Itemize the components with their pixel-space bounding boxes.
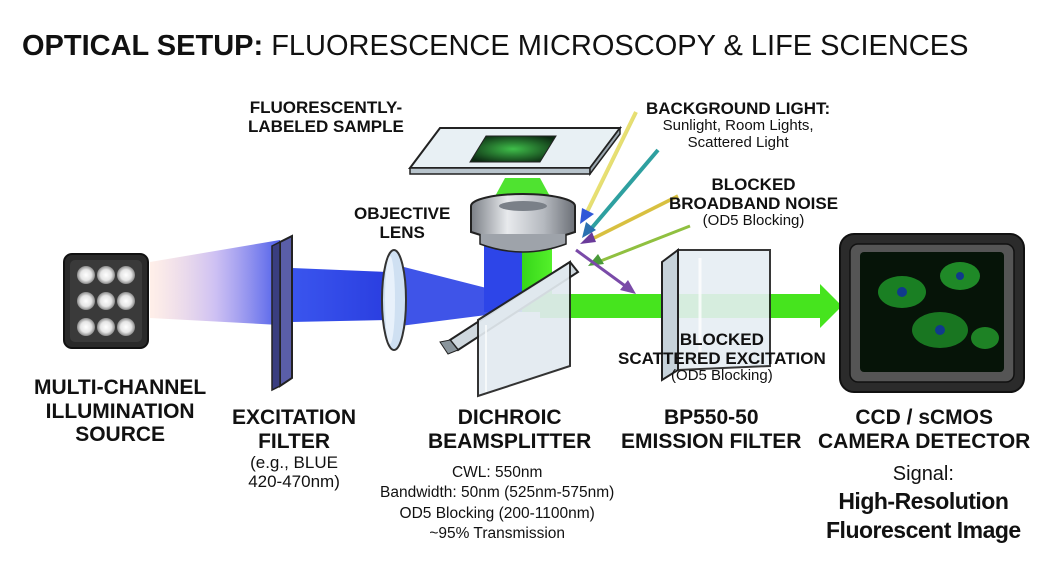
- emission-filter-plate: [661, 248, 771, 382]
- camera-label: CCD / sCMOS CAMERA DETECTOR: [818, 406, 1031, 453]
- emission-filter-label: BP550-50 EMISSION FILTER: [621, 406, 802, 453]
- dichroic-mirror: [439, 260, 580, 398]
- excitation-filter-plate: [271, 234, 293, 392]
- focused-excitation-beam: [400, 266, 510, 326]
- background-light-arrows: [575, 111, 691, 294]
- filter-specs: CWL: 550nm Bandwidth: 50nm (525nm-575nm)…: [380, 464, 615, 543]
- signal-label: Signal: High-Resolution Fluorescent Imag…: [826, 463, 1021, 543]
- excitation-beam: [292, 268, 388, 322]
- sample-slide: [408, 125, 622, 200]
- illumination-beam: [150, 240, 280, 325]
- sample-label: FLUORESCENTLY- LABELED SAMPLE: [248, 98, 404, 137]
- title-rest: FLUORESCENCE MICROSCOPY & LIFE SCIENCES: [271, 30, 969, 62]
- background-light-label: BACKGROUND LIGHT: Sunlight, Room Lights,…: [646, 99, 831, 151]
- source-label: MULTI-CHANNEL ILLUMINATION SOURCE: [34, 376, 207, 447]
- objective-lens: [470, 193, 576, 253]
- objective-label: OBJECTIVE LENS: [354, 204, 451, 243]
- title-bold: OPTICAL SETUP:: [22, 30, 264, 62]
- page-title: OPTICAL SETUP: FLUORESCENCE MICROSCOPY &…: [22, 30, 968, 63]
- camera-body: [839, 233, 1025, 393]
- dichroic-label: DICHROIC BEAMSPLITTER: [428, 406, 592, 453]
- led-source: [63, 253, 149, 349]
- scattered-excitation-label: BLOCKED SCATTERED EXCITATION (OD5 Blocki…: [618, 330, 826, 385]
- broadband-noise-label: BLOCKED BROADBAND NOISE (OD5 Blocking): [669, 175, 839, 230]
- excitation-filter-label: EXCITATION FILTER (e.g., BLUE 420-470nm): [232, 406, 357, 492]
- condenser-lens: [381, 249, 407, 351]
